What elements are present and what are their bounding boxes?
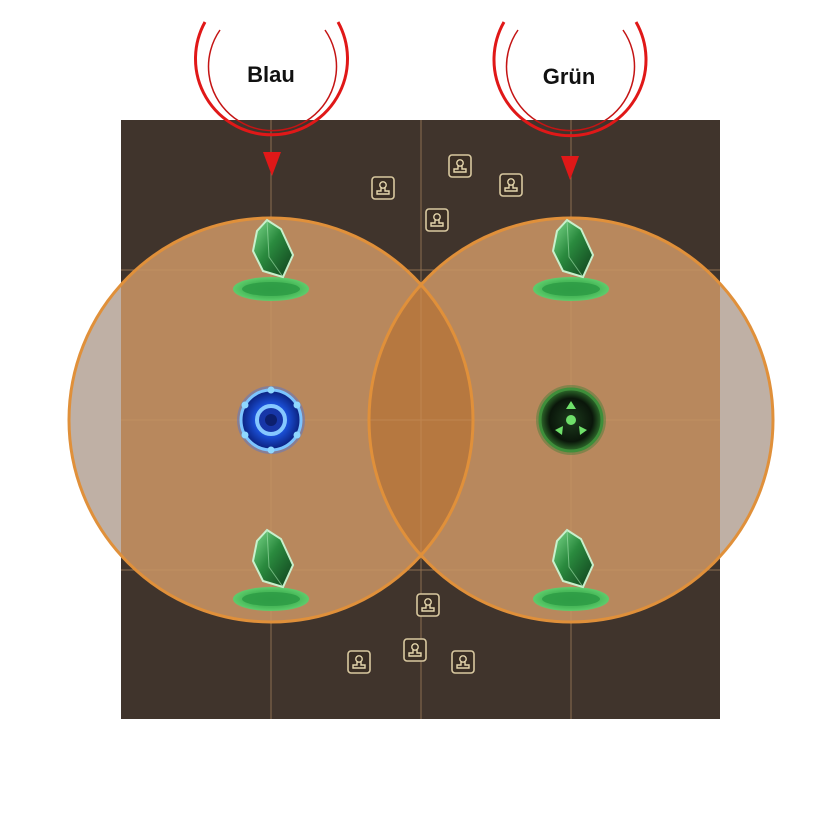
player-token-icon[interactable] [448, 154, 472, 178]
marker-gruen[interactable]: Grün [492, 21, 648, 180]
marker-gruen-arrow-icon [561, 156, 579, 180]
green-triangle-orb-icon[interactable] [536, 385, 606, 455]
player-token-icon[interactable] [416, 593, 440, 617]
marker-blau-arrow-icon [263, 152, 281, 176]
zone-right-outline [367, 216, 775, 624]
player-token-icon[interactable] [371, 176, 395, 200]
zone-left-outline [67, 216, 475, 624]
marker-blau[interactable]: Blau [194, 21, 349, 176]
player-token-icon[interactable] [347, 650, 371, 674]
blue-cog-orb-icon[interactable] [237, 386, 305, 454]
marker-gruen-label: Grün [543, 64, 596, 89]
marker-blau-label: Blau [247, 62, 295, 87]
player-token-icon[interactable] [499, 173, 523, 197]
player-token-icon[interactable] [451, 650, 475, 674]
zone-fills [121, 120, 720, 719]
player-token-icon[interactable] [425, 208, 449, 232]
player-token-icon[interactable] [403, 638, 427, 662]
